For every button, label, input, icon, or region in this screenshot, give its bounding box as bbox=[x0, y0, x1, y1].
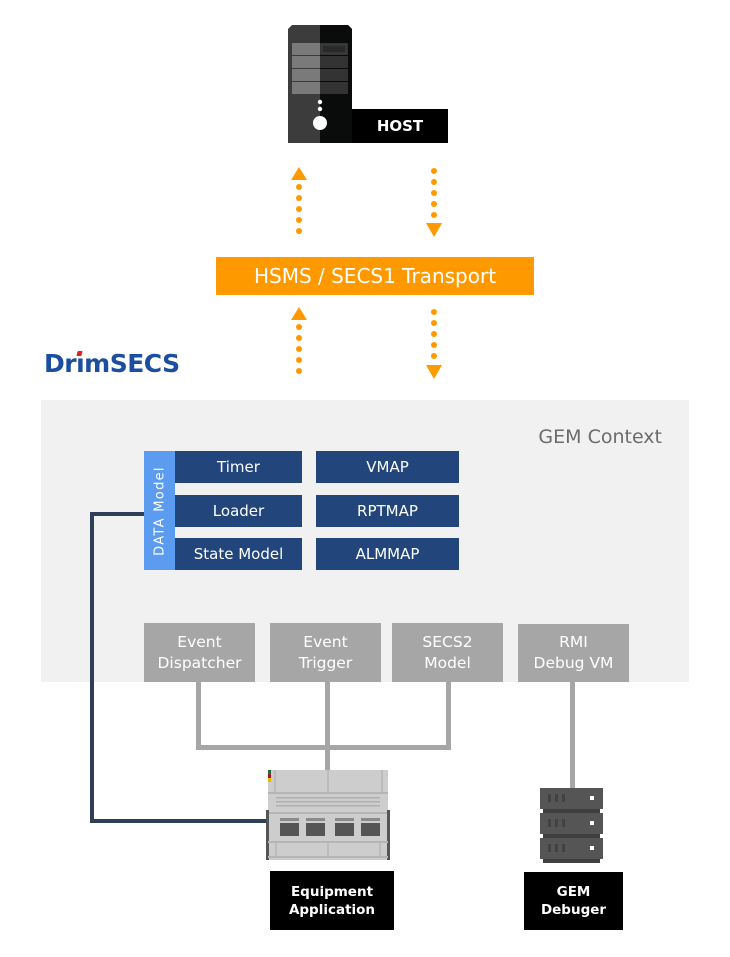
data-model-connector bbox=[90, 512, 94, 823]
rmi-debug-vm-module: RMI Debug VM bbox=[518, 624, 629, 682]
gem-context-title: GEM Context bbox=[538, 426, 662, 448]
secs2-model-module: SECS2 Model bbox=[392, 623, 503, 682]
event-dispatcher-module: Event Dispatcher bbox=[144, 623, 255, 682]
arrow-down-icon bbox=[426, 168, 442, 237]
debugger-label-line: Debuger bbox=[540, 902, 607, 918]
module-label-line: Debug VM bbox=[533, 654, 614, 672]
data-model-connector bbox=[90, 819, 270, 823]
logo-i: ı bbox=[76, 349, 85, 378]
module-label-line: Dispatcher bbox=[157, 653, 242, 672]
logo-text-part: mSECS bbox=[84, 349, 180, 378]
gem-debugger-label: GEM Debuger bbox=[524, 872, 623, 930]
timer-block: Timer bbox=[175, 451, 302, 483]
tower-pc-icon bbox=[288, 25, 448, 143]
arrow-down-icon bbox=[426, 309, 442, 379]
data-model-text: DATA Model bbox=[152, 465, 167, 556]
transport-gem-arrows bbox=[291, 307, 442, 379]
module-label-line: SECS2 bbox=[422, 632, 473, 651]
event-trigger-module: Event Trigger bbox=[270, 623, 381, 682]
module-label-line: Trigger bbox=[298, 653, 353, 672]
state-model-block: State Model bbox=[175, 538, 302, 570]
module-label-line: RMI bbox=[559, 633, 588, 651]
module-connector bbox=[196, 682, 201, 750]
server-rack-icon bbox=[540, 788, 603, 863]
logo-text-part: Dr bbox=[44, 349, 77, 378]
host-transport-arrows bbox=[291, 167, 442, 237]
module-label-line: Event bbox=[303, 632, 348, 651]
data-model-label: DATA Model bbox=[144, 451, 175, 570]
module-connector bbox=[325, 682, 330, 772]
host-label: HOST bbox=[376, 117, 424, 135]
module-label-line: Event bbox=[177, 632, 222, 651]
equipment-application-label: Equipment Application bbox=[270, 871, 394, 930]
debugger-label-line: GEM bbox=[556, 884, 591, 900]
module-connector bbox=[196, 745, 451, 750]
data-model-connector bbox=[90, 512, 144, 516]
equipment-label-line: Equipment bbox=[290, 883, 374, 900]
transport-layer: HSMS / SECS1 Transport bbox=[216, 257, 534, 295]
equipment-label-line: Application bbox=[288, 901, 376, 918]
arrow-up-icon bbox=[291, 167, 307, 234]
vmap-block: VMAP bbox=[316, 451, 459, 483]
module-connector bbox=[446, 682, 451, 750]
arrow-up-icon bbox=[291, 307, 307, 374]
equipment-machine-icon bbox=[266, 770, 390, 860]
almmap-block: ALMMAP bbox=[316, 538, 459, 570]
logo-text-part: ı bbox=[76, 349, 85, 378]
debug-connector bbox=[570, 682, 575, 790]
module-label-line: Model bbox=[424, 653, 471, 672]
rptmap-block: RPTMAP bbox=[316, 495, 459, 527]
host-node: HOST bbox=[288, 25, 448, 143]
loader-block: Loader bbox=[175, 495, 302, 527]
